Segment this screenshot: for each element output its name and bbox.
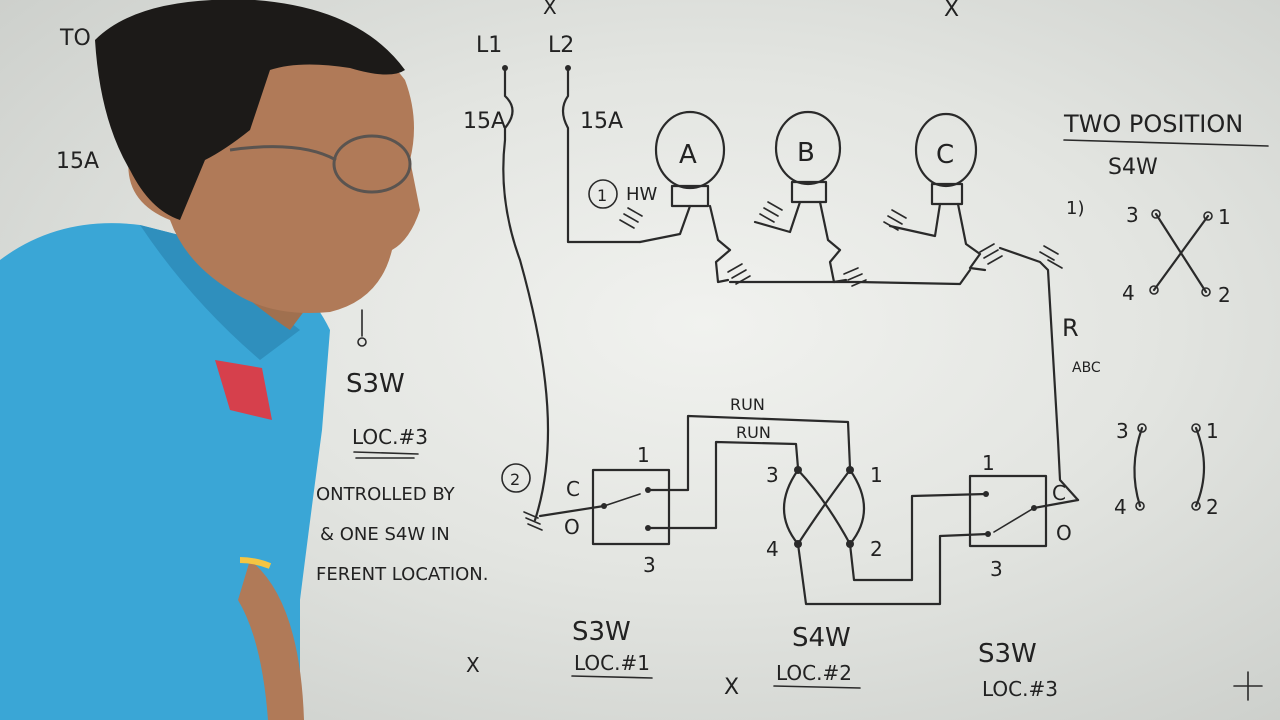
- s3w-left-bottom: 3: [643, 553, 656, 577]
- x-term-1: 1: [1218, 205, 1231, 229]
- splice-marks: [523, 201, 1063, 531]
- s4w-term-3: 3: [766, 463, 779, 487]
- lamp-a: A: [654, 110, 726, 208]
- x-term-4: 4: [1122, 281, 1135, 305]
- lamp-wire: [956, 202, 987, 272]
- traveler-wire-2: [796, 532, 990, 606]
- lamp-wire: [818, 200, 848, 284]
- side-switch-name: S3W: [346, 369, 405, 399]
- l2-terminal: [565, 65, 571, 71]
- s3w-right-o: O: [1056, 521, 1072, 545]
- s4w-parallel-diagram: [1133, 423, 1206, 511]
- s3w-right-box: [968, 474, 1048, 548]
- run-wire-2: [646, 440, 800, 530]
- s3w-left-c: C: [566, 477, 580, 501]
- s4w-term-1: 1: [870, 463, 883, 487]
- x-term-3: 3: [1126, 203, 1139, 227]
- x-term-2: 2: [1218, 283, 1231, 307]
- splice-number: 2: [510, 470, 520, 489]
- l2-breaker: 15A: [580, 109, 623, 134]
- presenter-arm: [238, 560, 304, 720]
- return-sub-label: ABC: [1072, 360, 1101, 376]
- lamp-wire: [638, 204, 692, 244]
- par-term-3: 3: [1116, 419, 1129, 443]
- lamp-wire: [888, 202, 942, 238]
- lamp-wire: [753, 200, 802, 234]
- return-wire-r: [998, 246, 1080, 502]
- s3w-left-loc: LOC.#1: [574, 651, 650, 675]
- s3w-left-top: 1: [637, 443, 650, 467]
- par-term-4: 4: [1114, 495, 1127, 519]
- svg-text:A: A: [679, 140, 697, 170]
- x-mark: X: [466, 653, 480, 677]
- l2-wire: [561, 66, 642, 244]
- l1-terminal: [502, 65, 508, 71]
- hw-label: HW: [626, 184, 658, 205]
- s4w-x-diagram: [1149, 209, 1213, 297]
- hw-number: 1: [597, 186, 607, 205]
- lamp-b: B: [774, 110, 842, 204]
- presenter-hair: [95, 0, 405, 220]
- note-line: & ONE S4W IN: [320, 524, 450, 545]
- l1-breaker: 15A: [463, 109, 506, 134]
- s3w-right-loc: LOC.#3: [982, 677, 1058, 701]
- presenter-collar: [215, 360, 272, 420]
- x-mark: X: [543, 0, 557, 19]
- two-position-title: TWO POSITION: [1063, 110, 1243, 138]
- s4w-term-4: 4: [766, 537, 779, 561]
- s3w-right-c: C: [1052, 481, 1066, 505]
- splice-number-circle: [501, 463, 531, 493]
- return-label: R: [1062, 314, 1079, 342]
- x-mark: X: [724, 675, 739, 700]
- run-wire-1: [646, 414, 852, 492]
- svg-text:B: B: [797, 138, 815, 168]
- hw-number-circle: [588, 179, 618, 209]
- x-mark: X: [944, 0, 959, 22]
- s3w-right-top: 1: [982, 451, 995, 475]
- l1-label: L1: [476, 33, 502, 58]
- traveler-wire-1: [848, 492, 988, 582]
- par-term-2: 2: [1206, 495, 1219, 519]
- l2-label: L2: [548, 33, 574, 58]
- run-label: RUN: [730, 395, 765, 414]
- par-term-1: 1: [1206, 419, 1219, 443]
- svg-text:C: C: [936, 140, 954, 170]
- s3w-right-name: S3W: [978, 639, 1037, 669]
- s3w-right-bottom: 3: [990, 557, 1003, 581]
- side-switch-loc: LOC.#3: [352, 425, 428, 449]
- lamp-wire: [708, 204, 732, 284]
- s3w-left-o: O: [564, 515, 580, 539]
- left-top-label: TO: [59, 26, 91, 51]
- left-breaker-label: 15A: [56, 149, 99, 174]
- s3w-left-name: S3W: [572, 617, 631, 647]
- note-line: FERENT LOCATION.: [316, 564, 489, 585]
- note-line: ONTROLLED BY: [316, 484, 456, 505]
- lamp-neutral: [728, 268, 972, 286]
- s4w-name: S4W: [792, 623, 851, 653]
- s4w-term-2: 2: [870, 537, 883, 561]
- two-position-item: 1): [1066, 198, 1084, 219]
- run-label: RUN: [736, 423, 771, 442]
- s4w-middle: [782, 466, 866, 548]
- two-position-sub: S4W: [1108, 155, 1158, 180]
- l1-wire: [502, 66, 550, 522]
- s4w-loc: LOC.#2: [776, 661, 852, 685]
- presenter: [0, 0, 420, 720]
- lamp-c: C: [914, 112, 978, 206]
